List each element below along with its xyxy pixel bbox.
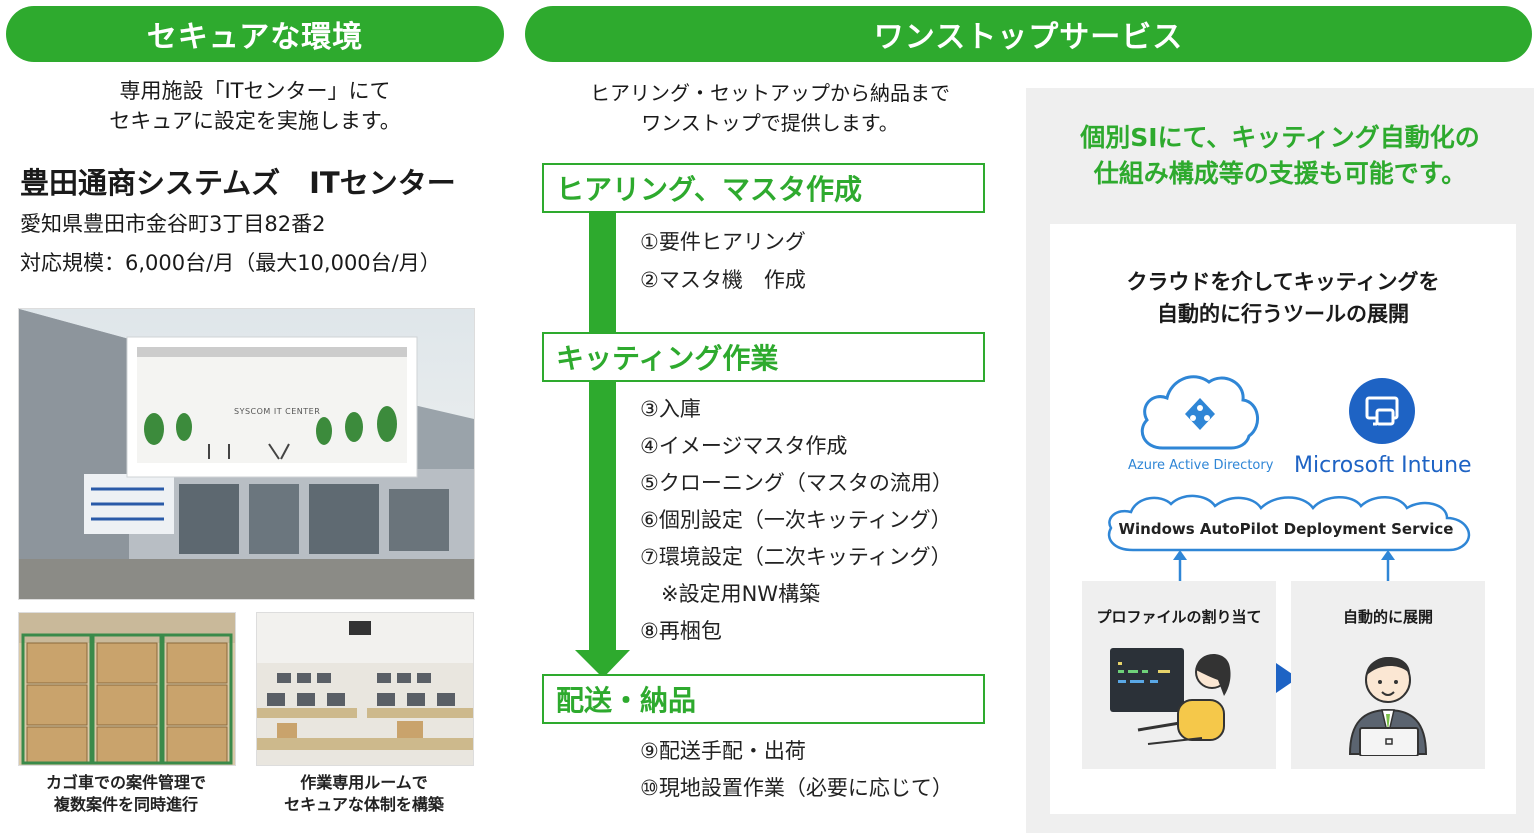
- phase-delivery: 配送・納品: [542, 674, 985, 724]
- caption-work-room: 作業専用ルームで セキュアな体制を構築: [256, 772, 472, 816]
- autopilot-card-title-line1: クラウドを介してキッティングを: [1126, 270, 1440, 294]
- sign-text: SYSCOM IT CENTER: [234, 407, 321, 416]
- secure-environment-header: セキュアな環境: [6, 6, 504, 62]
- step-item: ⑨配送手配・出荷: [640, 739, 806, 763]
- one-stop-intro-line1: ヒアリング・セットアップから納品まで: [590, 81, 950, 105]
- admin-worker-icon: [1110, 648, 1231, 745]
- si-headline: 個別SIにて、キッティング自動化の 仕組み構成等の支援も可能です。: [1026, 120, 1534, 192]
- step-item: ⑦環境設定（二次キッティング）: [640, 545, 952, 569]
- caption-work-room-line2: セキュアな体制を構築: [284, 795, 444, 814]
- autopilot-service-label: Windows AutoPilot Deployment Service: [1118, 520, 1454, 538]
- step-item: ⑧再梱包: [640, 619, 722, 643]
- one-stop-intro: ヒアリング・セットアップから納品まで ワンストップで提供します。: [525, 78, 1015, 138]
- step-item: ③入庫: [640, 397, 701, 421]
- one-stop-intro-line2: ワンストップで提供します。: [641, 111, 899, 135]
- cage-cart-photo: [18, 612, 236, 766]
- autopilot-card-title: クラウドを介してキッティングを 自動的に行うツールの展開: [1050, 266, 1516, 330]
- caption-work-room-line1: 作業専用ルームで: [300, 773, 428, 792]
- building-photo: SYSCOM IT CENTER: [18, 308, 475, 600]
- upload-arrow-icon: [1173, 550, 1187, 584]
- flow-arrow-icon: [1276, 663, 1298, 693]
- one-stop-service-header: ワンストップサービス: [525, 6, 1532, 62]
- azure-active-directory-icon: [1140, 375, 1259, 450]
- autopilot-cloud-icon: [1107, 494, 1471, 552]
- center-address: 愛知県豊田市金谷町3丁目82番2: [20, 212, 326, 236]
- end-user-icon: [1348, 656, 1428, 756]
- auto-deploy-label: 自動的に展開: [1342, 608, 1433, 626]
- autopilot-card-title-line2: 自動的に行うツールの展開: [1157, 302, 1409, 326]
- step-item: ④イメージマスタ作成: [640, 434, 848, 458]
- center-capacity: 対応規模：6,000台/月（最大10,000台/月）: [20, 251, 441, 275]
- work-room-photo: [256, 612, 474, 766]
- caption-cage-cart-line1: カゴ車での案件管理で: [45, 773, 206, 792]
- microsoft-intune-label: Microsoft Intune: [1294, 453, 1472, 478]
- secure-intro-line1: 専用施設「ITセンター」にて: [119, 79, 391, 103]
- si-headline-line2: 仕組み構成等の支援も可能です。: [1093, 159, 1467, 188]
- azure-active-directory-label: Azure Active Directory: [1128, 458, 1274, 473]
- secure-intro: 専用施設「ITセンター」にて セキュアに設定を実施します。: [6, 76, 504, 136]
- step-item: ※設定用NW構築: [640, 582, 821, 606]
- center-name: 豊田通商システムズ ITセンター: [20, 166, 456, 200]
- phase-hearing-master: ヒアリング、マスタ作成: [542, 163, 985, 213]
- profile-assignment-label: プロファイルの割り当て: [1096, 608, 1262, 626]
- phase-kitting-work: キッティング作業: [542, 332, 985, 382]
- caption-cage-cart-line2: 複数案件を同時進行: [53, 795, 198, 814]
- secure-intro-line2: セキュアに設定を実施します。: [109, 109, 401, 133]
- step-item: ⑩現地設置作業（必要に応じて）: [640, 776, 953, 800]
- process-flow-arrow: [575, 210, 630, 678]
- microsoft-intune-icon: [1349, 378, 1415, 444]
- si-headline-line1: 個別SIにて、キッティング自動化の: [1080, 123, 1480, 152]
- step-item: ①要件ヒアリング: [640, 230, 806, 254]
- step-item: ⑤クローニング（マスタの流用）: [640, 471, 953, 495]
- caption-cage-cart: カゴ車での案件管理で 複数案件を同時進行: [18, 772, 234, 816]
- step-item: ②マスタ機 作成: [640, 268, 806, 292]
- step-item: ⑥個別設定（一次キッティング）: [640, 508, 952, 532]
